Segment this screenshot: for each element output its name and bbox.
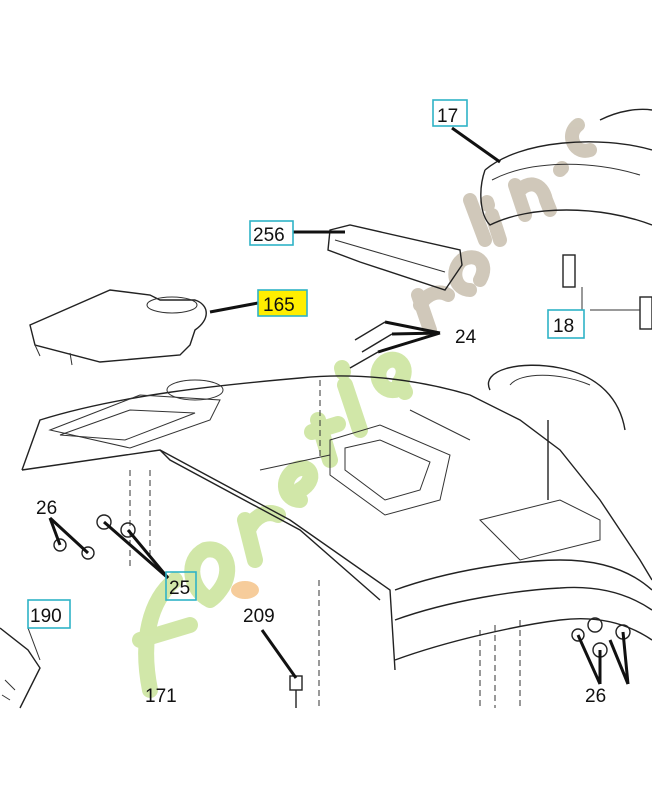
hood-body — [21, 364, 652, 708]
callout-209-text: 209 — [243, 606, 275, 627]
cover-part-256 — [327, 224, 463, 291]
callout-18: 18 — [547, 309, 585, 339]
callout-25: 25 — [165, 571, 197, 601]
leader-lines — [27, 126, 640, 685]
callout-165: 165 — [257, 289, 308, 317]
callout-17-text: 17 — [437, 106, 458, 127]
callout-17: 17 — [432, 99, 468, 127]
bolt-part-209 — [289, 675, 303, 708]
callout-26-right: 26 — [585, 686, 606, 707]
callout-256: 256 — [249, 220, 294, 246]
callout-256-text: 256 — [253, 225, 285, 246]
callout-190-text: 190 — [30, 606, 62, 627]
callout-26-right-text: 26 — [585, 686, 606, 707]
bracket-part-190 — [0, 627, 41, 709]
tray-part-165 — [29, 289, 207, 366]
callout-171: 171 — [145, 686, 177, 707]
callout-24: 24 — [455, 327, 477, 348]
blocks-part-18 — [562, 254, 652, 330]
callout-171-text: 171 — [145, 686, 177, 707]
callout-209: 209 — [243, 606, 275, 627]
callout-24-text: 24 — [455, 327, 477, 348]
callout-165-text: 165 — [263, 295, 295, 316]
callout-25-text: 25 — [169, 578, 190, 599]
washers-part-25 — [53, 514, 136, 560]
callout-190: 190 — [27, 599, 71, 629]
callout-18-text: 18 — [553, 316, 574, 337]
watermark — [132, 118, 597, 698]
callout-26-left: 26 — [36, 498, 57, 519]
bolts-part-24 — [349, 321, 393, 369]
callout-26-left-text: 26 — [36, 498, 57, 519]
